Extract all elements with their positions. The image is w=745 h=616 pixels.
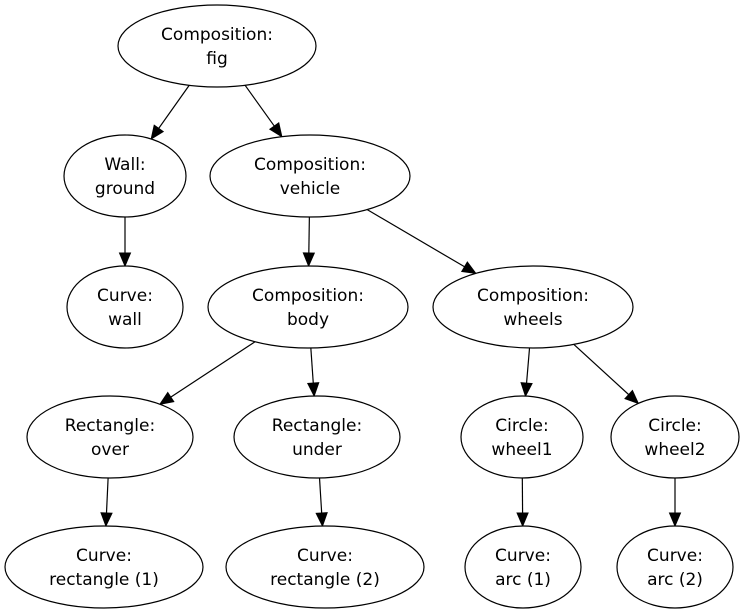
edge-line bbox=[318, 477, 323, 514]
node-ellipse bbox=[610, 395, 740, 479]
node-type-label: Circle: bbox=[495, 416, 548, 436]
node-wheel1: Circle: wheel1 bbox=[460, 395, 584, 479]
edge-line bbox=[105, 477, 109, 514]
edge-wheels-wheel1 bbox=[520, 347, 533, 398]
edge-line bbox=[308, 216, 310, 254]
edge-over-rect1 bbox=[100, 477, 113, 528]
edges-layer bbox=[100, 84, 682, 528]
node-name-label: arc (2) bbox=[647, 570, 703, 590]
node-type-label: Rectangle: bbox=[272, 416, 362, 436]
arrowhead-icon bbox=[118, 252, 132, 268]
node-type-label: Rectangle: bbox=[65, 416, 155, 436]
node-type-label: Curve: bbox=[647, 546, 703, 566]
arrowhead-icon bbox=[306, 382, 320, 398]
node-name-label: wheel1 bbox=[491, 440, 552, 460]
edge-under-rect2 bbox=[315, 477, 328, 528]
node-arc2: Curve: arc (2) bbox=[616, 525, 734, 609]
node-name-label: fig bbox=[206, 49, 228, 69]
node-ellipse bbox=[464, 525, 582, 609]
node-ellipse bbox=[63, 134, 187, 218]
edge-line bbox=[170, 341, 256, 398]
node-name-label: under bbox=[292, 440, 342, 460]
node-vehicle: Composition: vehicle bbox=[209, 134, 411, 218]
node-name-label: vehicle bbox=[280, 179, 341, 199]
arrowhead-icon bbox=[268, 122, 283, 138]
edge-wheel2-arc2 bbox=[668, 478, 682, 528]
node-ellipse bbox=[209, 134, 411, 218]
edge-line bbox=[525, 347, 531, 384]
edge-ground-wall bbox=[118, 217, 132, 268]
node-rect1: Curve: rectangle (1) bbox=[4, 525, 204, 609]
edge-line bbox=[244, 84, 275, 127]
node-name-label: wheels bbox=[503, 310, 562, 330]
arrowhead-icon bbox=[520, 382, 533, 398]
arrowhead-icon bbox=[302, 252, 316, 268]
node-ellipse bbox=[207, 265, 409, 349]
arrowhead-icon bbox=[624, 389, 640, 405]
node-name-label: body bbox=[287, 310, 329, 330]
node-ellipse bbox=[432, 265, 634, 349]
node-name-label: wheel2 bbox=[644, 440, 705, 460]
arrowhead-icon bbox=[150, 124, 165, 141]
arrowhead-icon bbox=[668, 512, 682, 528]
nodes-layer: Composition:figWall:groundComposition:ve… bbox=[4, 4, 740, 609]
node-type-label: Composition: bbox=[161, 25, 273, 45]
node-ellipse bbox=[66, 265, 184, 349]
node-ground: Wall: ground bbox=[63, 134, 187, 218]
node-fig: Composition: fig bbox=[117, 4, 317, 88]
node-type-label: Composition: bbox=[477, 286, 589, 306]
node-name-label: ground bbox=[95, 179, 155, 199]
edge-wheel1-arc1 bbox=[516, 477, 529, 528]
edge-fig-vehicle bbox=[244, 84, 283, 138]
node-name-label: arc (1) bbox=[495, 570, 551, 590]
node-over: Rectangle: over bbox=[26, 395, 194, 479]
node-type-label: Curve: bbox=[297, 546, 353, 566]
arrowhead-icon bbox=[158, 391, 175, 405]
edge-line bbox=[573, 343, 630, 396]
edge-line bbox=[310, 347, 314, 384]
edge-body-over bbox=[158, 341, 256, 405]
edge-vehicle-wheels bbox=[366, 209, 477, 275]
edge-vehicle-body bbox=[302, 216, 316, 268]
node-body: Composition: body bbox=[207, 265, 409, 349]
node-name-label: wall bbox=[108, 310, 142, 330]
arrowhead-icon bbox=[516, 512, 529, 528]
edge-line bbox=[366, 209, 465, 268]
arrowhead-icon bbox=[100, 512, 113, 528]
edge-wheels-wheel2 bbox=[573, 343, 640, 405]
node-ellipse bbox=[460, 395, 584, 479]
node-ellipse bbox=[225, 525, 425, 609]
node-type-label: Curve: bbox=[495, 546, 551, 566]
node-ellipse bbox=[616, 525, 734, 609]
node-name-label: rectangle (1) bbox=[49, 570, 159, 590]
edge-body-under bbox=[306, 347, 320, 398]
edge-line bbox=[158, 84, 190, 129]
node-name-label: over bbox=[91, 440, 129, 460]
node-ellipse bbox=[233, 395, 401, 479]
node-arc1: Curve: arc (1) bbox=[464, 525, 582, 609]
node-type-label: Composition: bbox=[254, 155, 366, 175]
node-under: Rectangle: under bbox=[233, 395, 401, 479]
arrowhead-icon bbox=[460, 261, 477, 275]
node-type-label: Circle: bbox=[648, 416, 701, 436]
node-type-label: Wall: bbox=[104, 155, 145, 175]
node-type-label: Curve: bbox=[76, 546, 132, 566]
node-wall: Curve: wall bbox=[66, 265, 184, 349]
node-type-label: Composition: bbox=[252, 286, 364, 306]
edge-fig-ground bbox=[150, 84, 190, 141]
node-wheels: Composition: wheels bbox=[432, 265, 634, 349]
node-ellipse bbox=[4, 525, 204, 609]
node-type-label: Curve: bbox=[97, 286, 153, 306]
node-ellipse bbox=[26, 395, 194, 479]
node-name-label: rectangle (2) bbox=[270, 570, 380, 590]
node-ellipse bbox=[117, 4, 317, 88]
node-wheel2: Circle: wheel2 bbox=[610, 395, 740, 479]
arrowhead-icon bbox=[315, 512, 328, 528]
node-rect2: Curve: rectangle (2) bbox=[225, 525, 425, 609]
